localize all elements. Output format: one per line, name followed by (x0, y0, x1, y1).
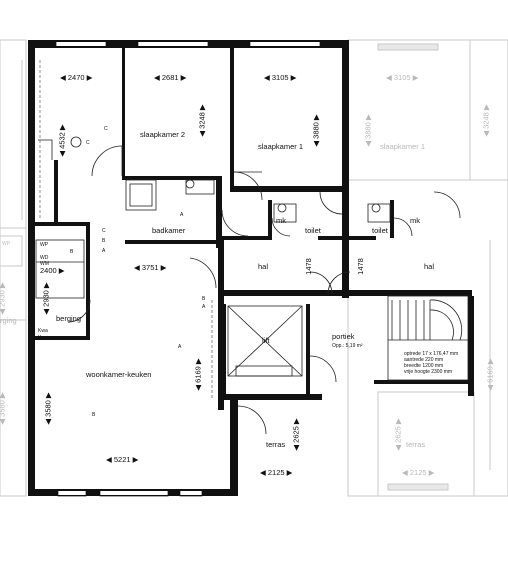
label-wm: WM (40, 261, 49, 267)
partition-lines (35, 136, 469, 381)
marker-label-b: B (92, 412, 96, 418)
dim-3580-ghost: ◀ 3580 ▶ (0, 392, 7, 424)
dim-4532: ◀ 4532 ▶ (57, 124, 67, 157)
room-label-terras: terras (266, 440, 286, 449)
room-label-slaapkamer-ghost: slaapkamer 1 (380, 142, 426, 151)
dim-2625-value: 2625 (291, 426, 301, 443)
switch-label-a: A (102, 248, 106, 254)
dim-6169-ghost-value: 6169 (485, 366, 495, 383)
dim-1478-right-value: 1478 (355, 258, 365, 275)
room-label-mk-right: mk (410, 216, 420, 225)
label-berging-ghost: rging (0, 316, 17, 325)
stair-note-3: breedte 1200 mm (404, 363, 444, 369)
switch-label-b: B (102, 238, 106, 244)
dim-2125-ghost: ◀ 2125 ▶ (402, 468, 435, 477)
dim-1478-left: 1478 (304, 258, 313, 275)
room-label-lift: lift (262, 336, 270, 345)
dim-5221-value: 5221 (113, 455, 131, 464)
dim-6169-ghost: ◀ 6169 ▶ (485, 358, 495, 391)
dim-3105-value: 3105 (271, 73, 289, 82)
door-swings (38, 139, 461, 435)
marker-label-a: A (178, 344, 182, 350)
dim-2930-ghost: ◀ 2930 ▶ (0, 282, 7, 314)
dim-2681-value: 2681 (161, 73, 179, 82)
room-label-toilet-right: toilet (372, 226, 388, 235)
label-wp: WP (40, 242, 49, 248)
dim-2125-ghost-value: 2125 (409, 468, 427, 477)
dim-6169: ◀ 6169 ▶ (193, 358, 203, 391)
dim-2930: ◀ 2930 ▶ (41, 282, 51, 315)
dim-3580-value: 3580 (43, 400, 53, 417)
room-label-mk-left: mk (276, 216, 286, 225)
dim-3105-ghost-value: 3105 (393, 73, 411, 82)
dim-3248: ◀ 3248 ▶ (197, 104, 207, 137)
dim-1478-right: 1478 (356, 258, 365, 275)
dim-3880-value: 3880 (311, 122, 321, 139)
dim-2625-ghost: ◀ 2625 ▶ (393, 418, 403, 451)
dim-3880: ◀ 3880 ▶ (311, 114, 321, 147)
room-label-hal-right: hal (424, 262, 435, 271)
room-label-badkamer: badkamer (152, 226, 186, 235)
interior-walls (32, 160, 474, 496)
dim-6169-value: 6169 (193, 366, 203, 383)
dim-3105: ◀ 3105 ▶ (264, 73, 297, 82)
room-label-woonkamer-keuken: woonkamer-keuken (86, 370, 152, 379)
neighbour-unit-left (0, 39, 27, 497)
switch-label-b-2: B (202, 296, 206, 302)
dim-3751: ◀ 3751 ▶ (134, 263, 167, 272)
room-label-slaapkamer-1: slaapkamer 1 (258, 142, 304, 151)
dim-2470: ◀ 2470 ▶ (60, 73, 93, 82)
dim-3248-value: 3248 (197, 112, 207, 129)
dim-3580-ghost-value: 3580 (0, 400, 7, 417)
switch-label-c-2: C (102, 228, 106, 234)
dim-3751-value: 3751 (141, 263, 159, 272)
switch-label-c: C (104, 126, 108, 132)
dim-4532-value: 4532 (57, 132, 67, 149)
switch-label-a-2: A (202, 304, 206, 310)
label-kwa: Kwa (38, 328, 48, 334)
dim-2400: 2400 ▶ (40, 266, 65, 275)
window-frames (55, 40, 321, 497)
dim-2470-value: 2470 (67, 73, 85, 82)
dim-2125-value: 2125 (267, 468, 285, 477)
stair-note-1: optrede 17 x 176,47 mm (404, 351, 459, 357)
dim-2625: ◀ 2625 ▶ (291, 418, 301, 451)
portiek-area: Opp.: 5,19 m² (332, 343, 363, 349)
outer-walls (28, 40, 349, 496)
dim-3880-ghost: ◀ 3880 ▶ (363, 114, 373, 147)
dim-3105-ghost: ◀ 3105 ▶ (386, 73, 419, 82)
room-label-toilet-left: toilet (305, 226, 321, 235)
dashed-lines (39, 60, 213, 400)
label-wp-b: B (70, 249, 74, 255)
dim-2930-value: 2930 (41, 290, 51, 307)
dim-3248-ghost: ◀ 3248 ▶ (481, 104, 491, 137)
stair-note-2: aantrede 220 mm (404, 357, 444, 363)
room-label-terras-ghost: terras (406, 440, 426, 449)
room-label-portiek: portiek (332, 332, 355, 341)
label-wp-ghost: WP (2, 241, 11, 247)
dim-1478-left-value: 1478 (303, 258, 313, 275)
label-wd: WD (40, 255, 49, 261)
dim-2681: ◀ 2681 ▶ (154, 73, 187, 82)
dim-2930-ghost-value: 2930 (0, 290, 7, 307)
dim-5221: ◀ 5221 ▶ (106, 455, 139, 464)
dim-3880-ghost-value: 3880 (363, 122, 373, 139)
dim-2400-value: 2400 (40, 266, 57, 275)
marker-label-a-bath: A (180, 212, 184, 218)
dim-2125: ◀ 2125 ▶ (260, 468, 293, 477)
room-label-slaapkamer-2: slaapkamer 2 (140, 130, 186, 139)
marker-label-c: C (86, 140, 90, 146)
room-label-hal-left: hal (258, 262, 269, 271)
dim-3248-ghost-value: 3248 (481, 112, 491, 129)
room-label-berging: berging (56, 314, 82, 323)
stair-note-4: vrije hoogte 2300 mm (404, 369, 453, 375)
label-kmv: Kmv (38, 335, 48, 341)
dim-3580: ◀ 3580 ▶ (43, 392, 53, 425)
dim-2625-ghost-value: 2625 (393, 426, 403, 443)
